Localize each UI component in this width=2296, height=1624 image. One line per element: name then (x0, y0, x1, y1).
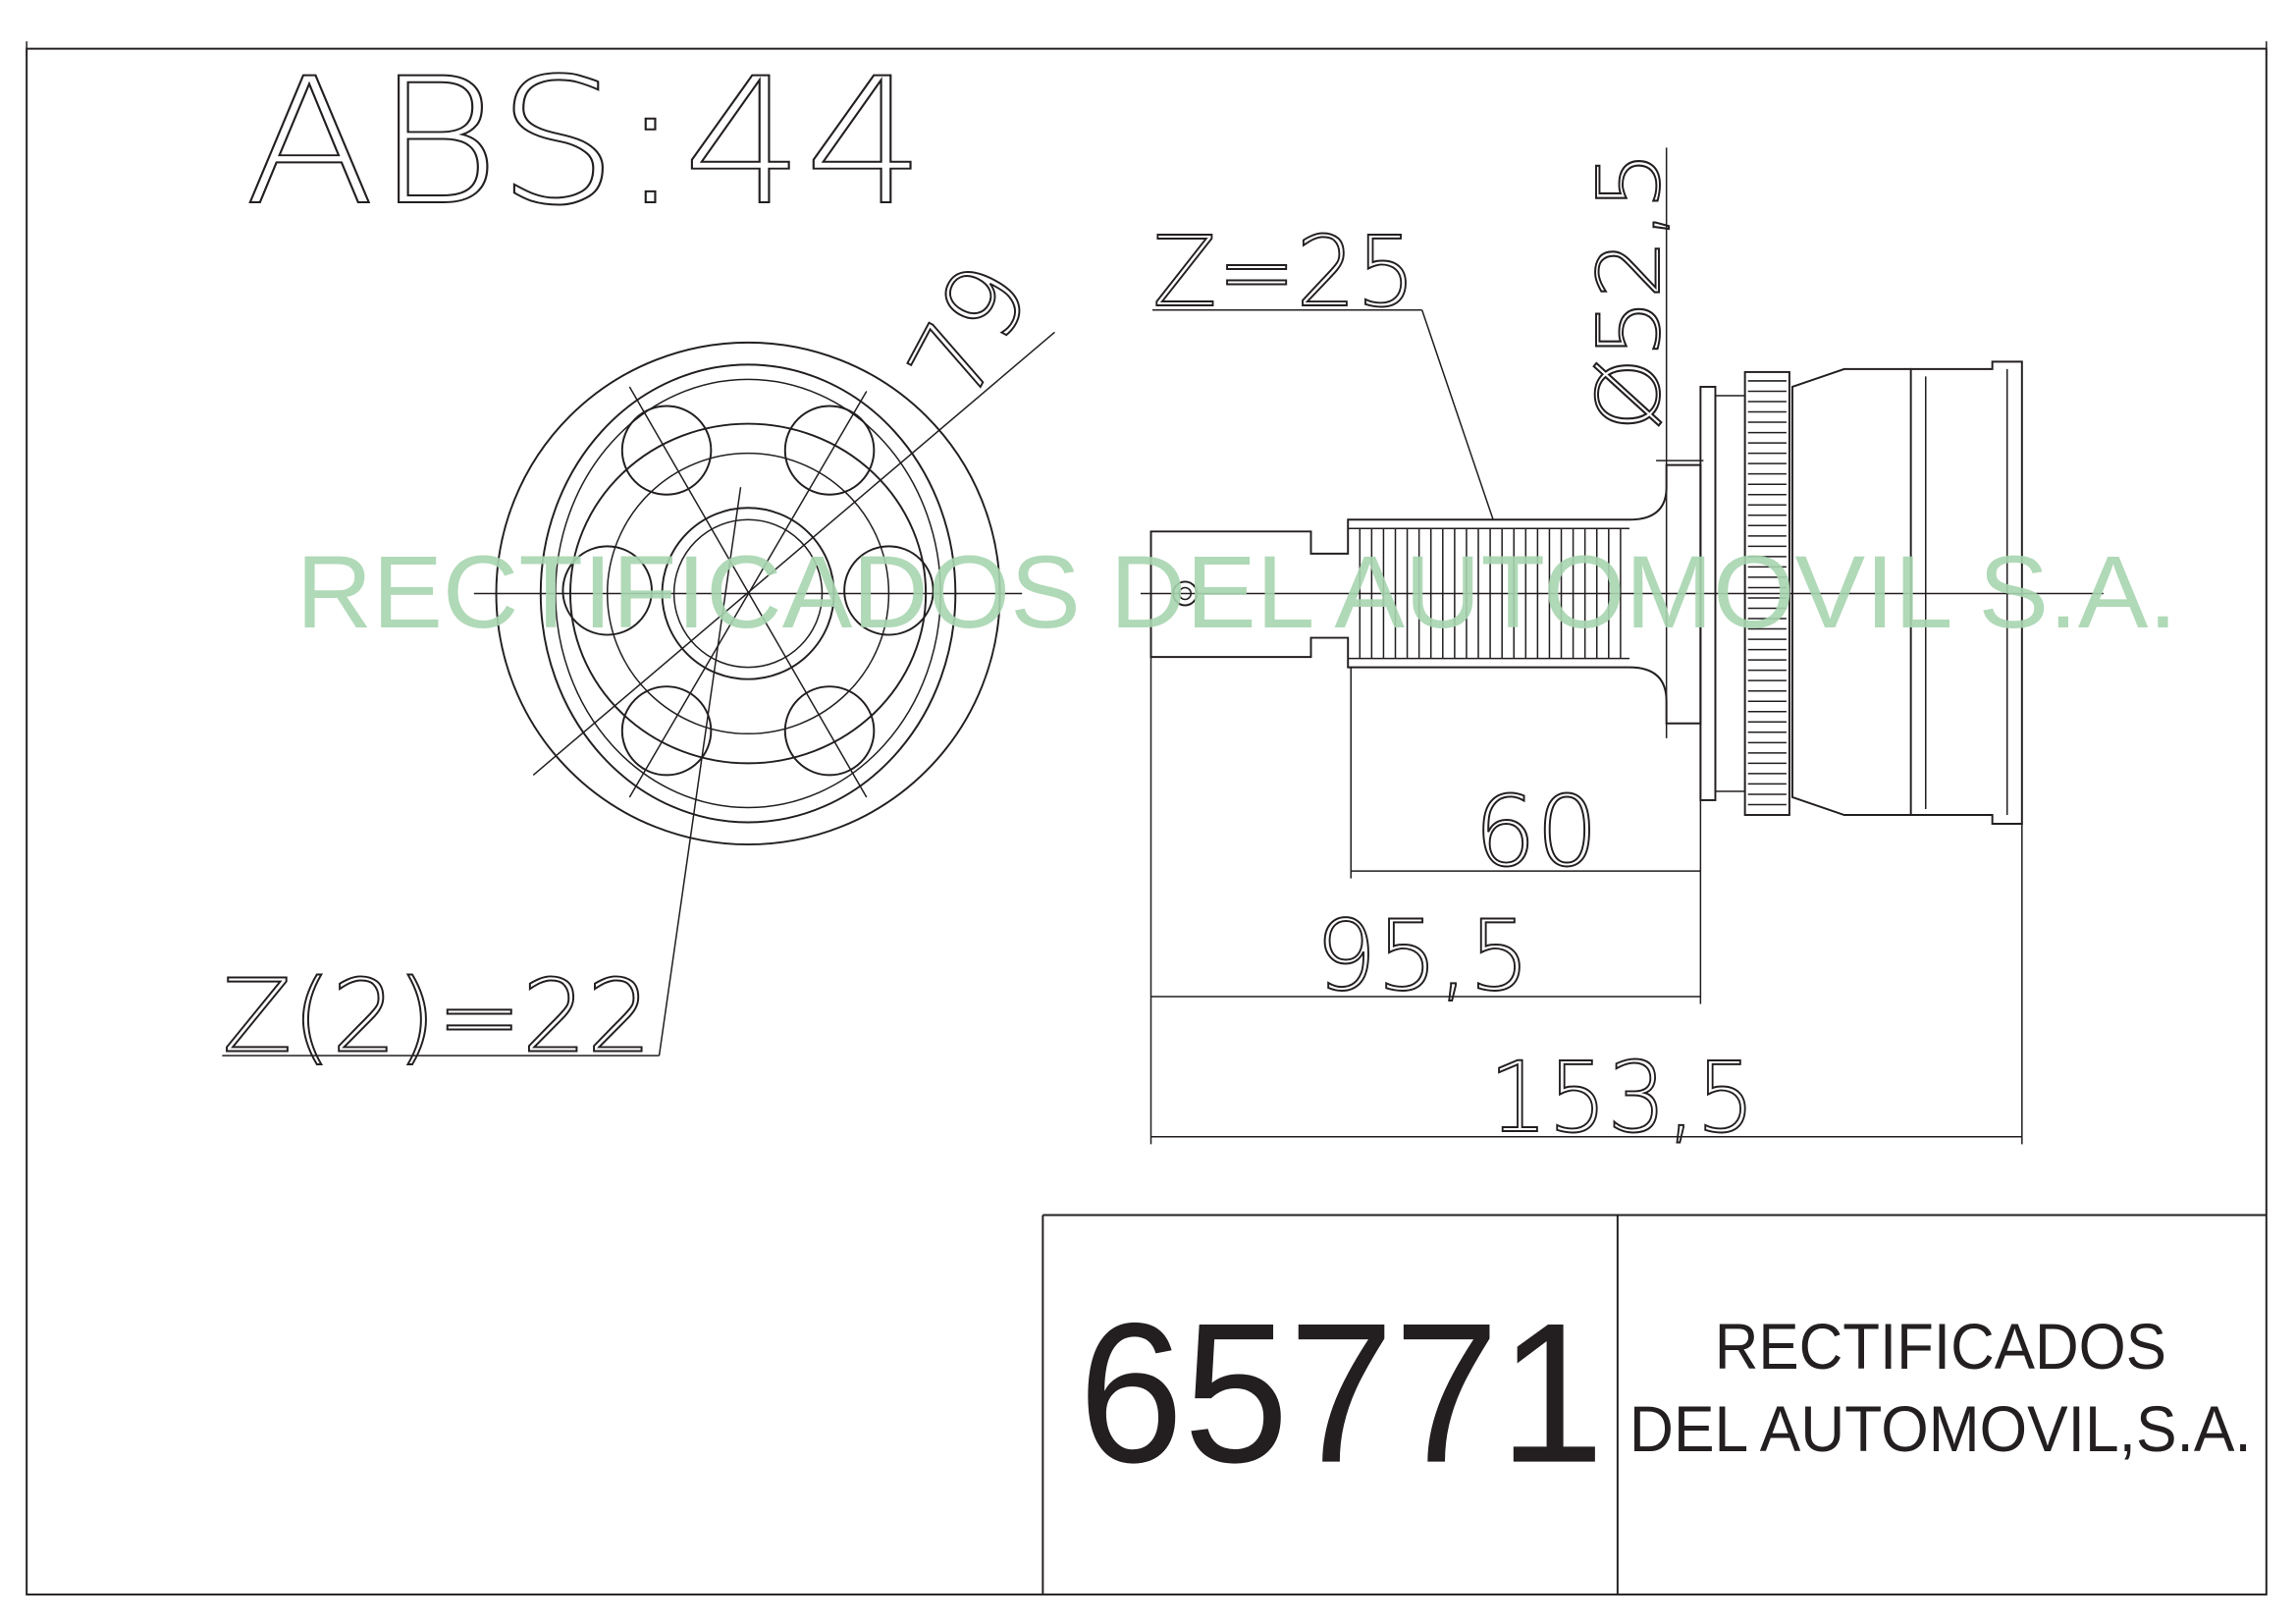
outer-diameter-label: 79 (885, 244, 1054, 417)
drawing-frame (26, 47, 2268, 1596)
part-number: 65771 (1079, 1282, 1605, 1505)
abs-label: ABS:44 (244, 40, 926, 244)
watermark: RECTIFICADOS DEL AUTOMOVIL S.A. (296, 535, 2177, 650)
dim-153-5: 153,5 (1489, 1042, 1756, 1155)
dim-60: 60 (1473, 776, 1598, 889)
front-view (222, 331, 1055, 1056)
dim-95-5: 95,5 (1315, 900, 1530, 1013)
title-block (1041, 1214, 2267, 1595)
company-line-1: RECTIFICADOS (1715, 1311, 2166, 1383)
inner-spline-label: Z(2)=22 (222, 959, 652, 1076)
outer-spline-label: Z=25 (1152, 216, 1416, 329)
side-view (1140, 147, 2104, 1145)
company-line-2: DEL AUTOMOVIL,S.A. (1629, 1393, 2252, 1466)
seal-diameter-label: Ø52,5 (1579, 150, 1680, 431)
